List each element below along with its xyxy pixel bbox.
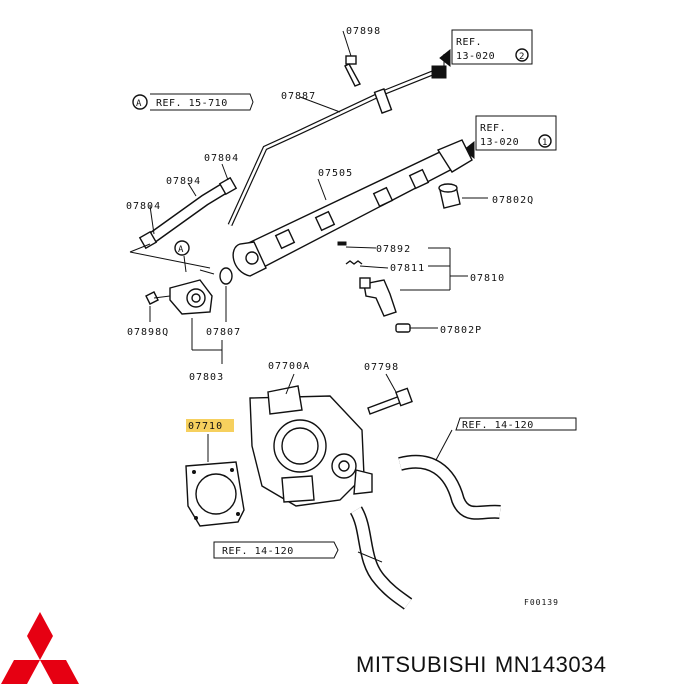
seal-07892 [337,241,347,246]
ref-14-120-right[interactable]: REF. 14-120 [462,420,534,431]
ref-13-020-2-num: 2 [519,52,525,62]
figure-code: F00139 [524,598,559,607]
label-07798: 07798 [364,362,399,373]
fuel-return-pipe-07887 [227,65,447,227]
insulator-07802P [395,323,411,333]
label-07892: 07892 [376,244,411,255]
label-07802Q: 07802Q [492,195,534,206]
label-07894: 07894 [166,176,201,187]
label-07804-left: 07804 [126,201,161,212]
ref-13-020-2-line1: REF. [456,37,482,48]
label-07804-top: 07804 [204,153,239,164]
clamp-07804-upper [218,176,238,196]
label-07802P: 07802P [440,325,482,336]
hose-07894 [148,180,232,243]
gasket-07710 [185,461,245,527]
bolt-07898 [344,55,361,87]
o-ring-07811 [345,260,363,265]
clamp-07804-lower [138,230,158,250]
label-07887: 07887 [281,91,316,102]
water-hose-bottom [349,506,413,610]
label-07505: 07505 [318,168,353,179]
mitsubishi-logo [1,612,79,684]
insulator-07802Q [438,183,461,209]
ref-15-710[interactable]: REF. 15-710 [156,98,228,109]
ref-13-020-2-line2[interactable]: 13-020 [456,51,495,62]
ref-14-120-bottom[interactable]: REF. 14-120 [222,546,294,557]
ref-box-13-020-1 [475,115,557,151]
water-hose-right [398,454,501,520]
injector-07810 [359,277,397,317]
callout-a: A [178,245,184,255]
ref-a-circle [132,94,148,110]
highlight-07710 [186,419,234,432]
ref-a-letter: A [136,99,142,109]
label-07810: 07810 [470,273,505,284]
ref-13-020-1-line1: REF. [480,123,506,134]
valve-07803 [169,279,213,315]
throttle-body-07700A [249,385,373,507]
arrow-ref-13-020-2 [439,48,451,68]
brand-maker: MITSUBISHI [356,652,487,677]
part-number: MN143034 [494,652,607,677]
label-07803: 07803 [189,372,224,383]
brand-part-number: MITSUBISHI MN143034 [356,652,615,678]
label-07898Q: 07898Q [127,327,169,338]
label-07807: 07807 [206,327,241,338]
bolt-07898Q [145,291,171,305]
ref-13-020-1-num: 1 [542,138,548,148]
label-07811: 07811 [390,263,425,274]
o-ring-07807 [219,267,233,285]
label-07710: 07710 [188,421,223,432]
ref-13-020-1-line2[interactable]: 13-020 [480,137,519,148]
bolt-07798 [367,387,413,415]
label-07898: 07898 [346,26,381,37]
fuel-rail-07505 [232,139,473,277]
ref-box-13-020-2 [451,29,533,65]
label-07700A: 07700A [268,361,310,372]
